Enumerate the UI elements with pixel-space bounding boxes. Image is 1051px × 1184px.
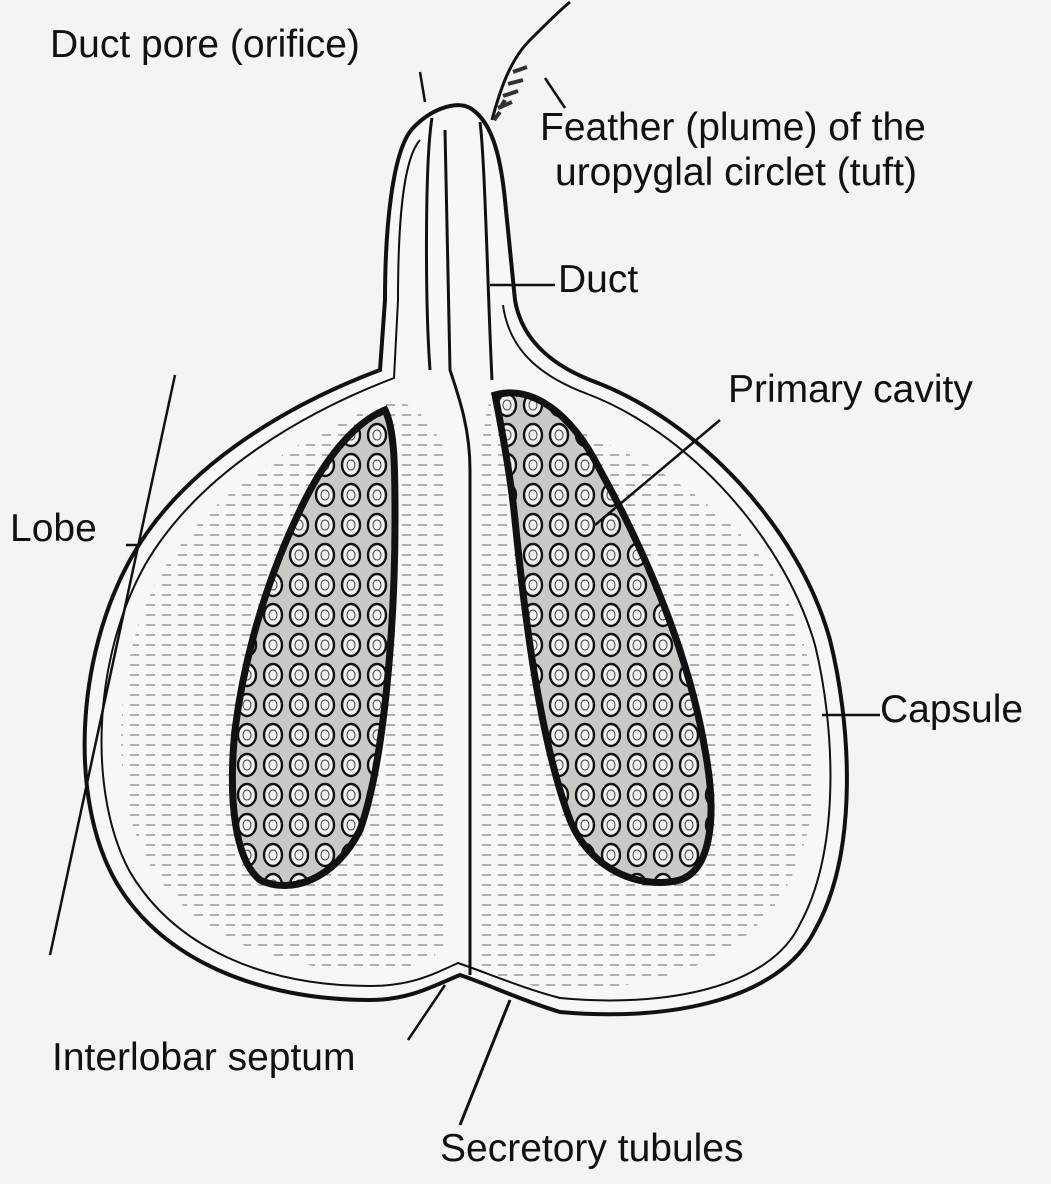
label-interlobar-septum: Interlobar septum <box>52 1037 356 1079</box>
duct-pore-leader <box>420 72 425 102</box>
label-capsule: Capsule <box>880 689 1023 731</box>
label-feather-line1: Feather (plume) of the <box>540 107 926 149</box>
feather-leader <box>545 78 565 108</box>
label-secretory-tubules: Secretory tubules <box>440 1128 744 1170</box>
label-duct: Duct <box>558 259 638 301</box>
label-lobe: Lobe <box>10 508 97 550</box>
label-primary-cavity: Primary cavity <box>728 369 973 411</box>
label-duct-pore: Duct pore (orifice) <box>50 24 360 66</box>
label-feather-line2: uropyglal circlet (tuft) <box>555 152 917 194</box>
secretory-tubules-leader <box>460 1000 510 1125</box>
